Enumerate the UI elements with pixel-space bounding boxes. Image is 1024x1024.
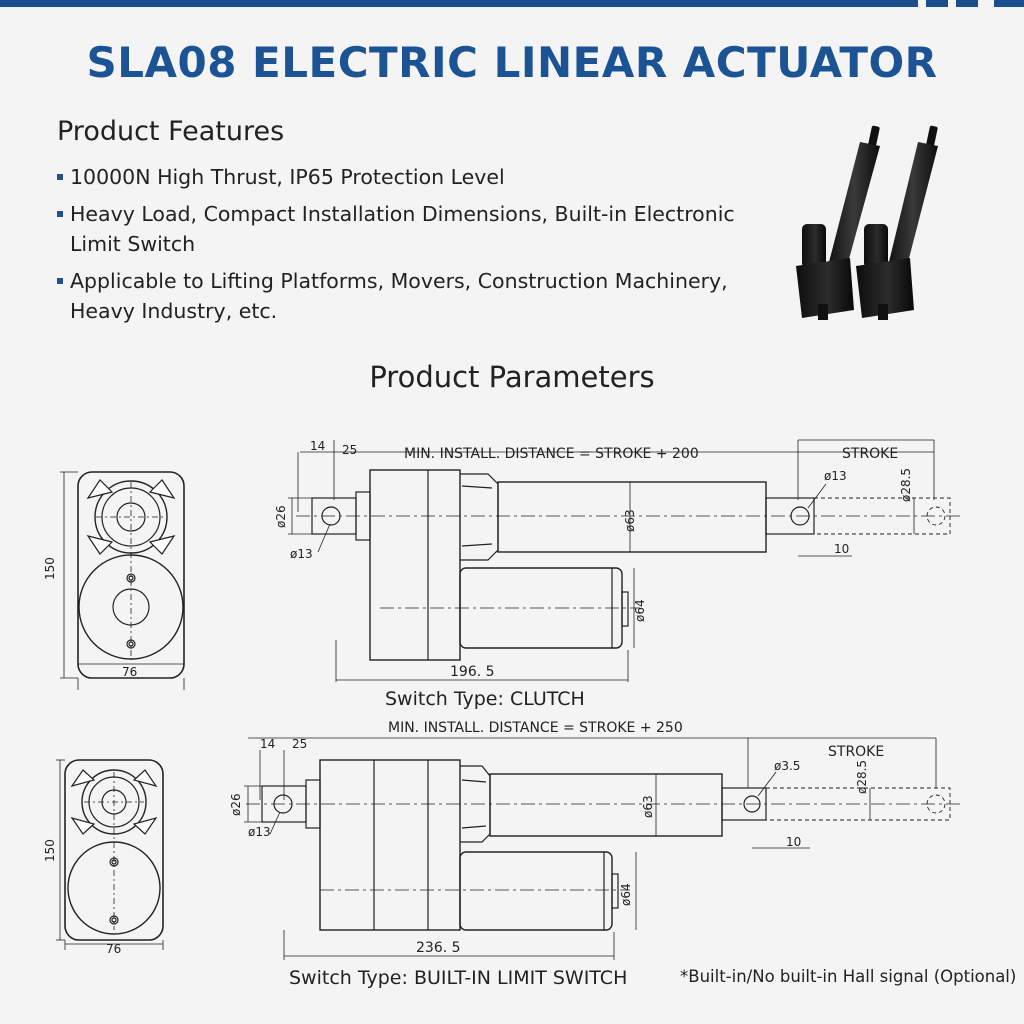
min-install-label: MIN. INSTALL. DISTANCE = STROKE + 200 (404, 446, 699, 462)
dim-25: 25 (342, 443, 357, 457)
dim-d13-left: ø13 (290, 547, 313, 561)
features-heading: Product Features (57, 116, 285, 147)
actuator-left (796, 125, 880, 320)
parameters-heading: Product Parameters (369, 360, 655, 394)
dim-d13-left: ø13 (248, 825, 271, 839)
dim-14: 14 (310, 439, 325, 453)
dim-d26: ø26 (229, 793, 243, 816)
dim-d63: ø63 (623, 509, 637, 532)
dim-d26: ø26 (274, 505, 288, 528)
bullet-icon (57, 174, 63, 180)
caption-clutch: Switch Type: CLUTCH (385, 688, 585, 710)
end-view-clutch (60, 471, 185, 690)
side-view-clutch (288, 439, 964, 682)
bullet-icon (57, 278, 63, 284)
bullet-icon (57, 211, 63, 217)
stroke-label: STROKE (842, 446, 898, 462)
features-list: 10000N High Thrust, IP65 Protection Leve… (57, 162, 777, 333)
dim-14: 14 (260, 737, 275, 751)
hall-signal-note: *Built-in/No built-in Hall signal (Optio… (680, 967, 1017, 986)
top-accent-block (994, 0, 1024, 7)
dim-end-width: 76 (106, 942, 121, 956)
feature-text: Applicable to Lifting Platforms, Movers,… (70, 269, 728, 323)
product-photo (796, 125, 938, 320)
dim-end-width: 76 (122, 665, 137, 679)
dim-end-height: 150 (43, 839, 57, 862)
dim-d28-5: ø28.5 (899, 468, 913, 502)
page-title: SLA08 ELECTRIC LINEAR ACTUATOR (86, 38, 938, 87)
feature-text: Heavy Load, Compact Installation Dimensi… (70, 202, 735, 256)
dim-d3-5: ø3.5 (774, 759, 800, 773)
dim-10: 10 (834, 542, 849, 556)
dim-d64: ø64 (633, 599, 647, 622)
feature-text: 10000N High Thrust, IP65 Protection Leve… (70, 165, 505, 189)
top-accent-block (956, 0, 978, 7)
dim-25: 25 (292, 737, 307, 751)
feature-item: Applicable to Lifting Platforms, Movers,… (57, 266, 777, 326)
top-accent-bar (0, 0, 918, 7)
dim-d13-right: ø13 (824, 469, 847, 483)
min-install-label: MIN. INSTALL. DISTANCE = STROKE + 250 (388, 720, 683, 736)
stroke-label: STROKE (828, 744, 884, 760)
dim-d63: ø63 (641, 795, 655, 818)
dim-d64: ø64 (619, 883, 633, 906)
feature-item: 10000N High Thrust, IP65 Protection Leve… (57, 162, 777, 192)
side-view-limit-switch (244, 737, 964, 960)
feature-item: Heavy Load, Compact Installation Dimensi… (57, 199, 777, 259)
dim-d28-5: ø28.5 (855, 760, 869, 794)
dim-10: 10 (786, 835, 801, 849)
dim-length: 196. 5 (450, 664, 495, 680)
end-view-limit-switch (56, 759, 164, 950)
actuator-right (856, 125, 938, 320)
dim-end-height: 150 (43, 557, 57, 580)
caption-limit-switch: Switch Type: BUILT-IN LIMIT SWITCH (289, 967, 628, 989)
top-accent-block (926, 0, 948, 7)
dim-length: 236. 5 (416, 940, 461, 956)
